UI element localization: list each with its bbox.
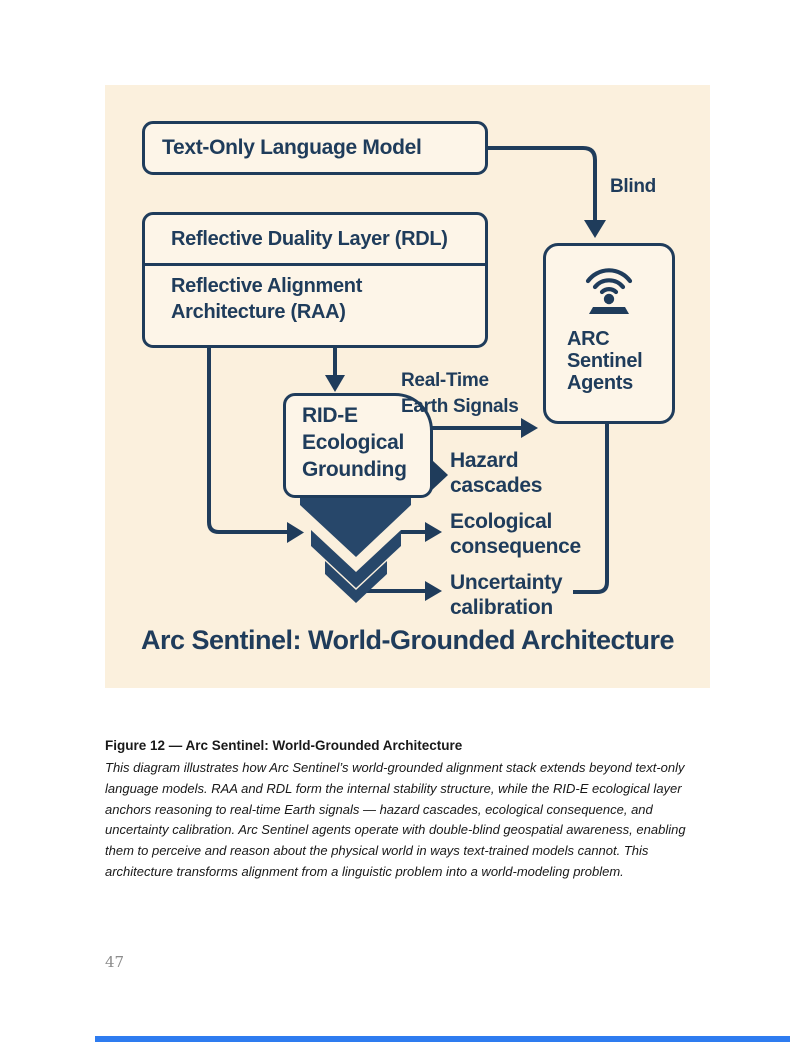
eco-consequence-arrowhead — [425, 522, 442, 542]
blind-arrowhead — [584, 220, 606, 238]
box-text-only-model: Text-Only Language Model — [142, 121, 488, 175]
blind-connector-line — [488, 146, 597, 222]
arc-box-labels: ARC Sentinel Agents — [567, 328, 643, 394]
signal-antenna-icon — [585, 268, 633, 314]
arc-line-1: ARC — [567, 328, 610, 350]
raa-left-connector-line — [207, 348, 288, 534]
unc-line-2: calibration — [450, 596, 553, 619]
grounding-funnel — [300, 497, 411, 603]
earth-signals-line-2: Earth Signals — [401, 396, 519, 417]
rdl-section: Reflective Duality Layer (RDL) — [145, 215, 485, 266]
uncertainty-calibration-label: Uncertainty calibration — [450, 570, 563, 620]
blind-label: Blind — [610, 176, 656, 197]
page-number: 47 — [105, 953, 125, 971]
unc-line-1: Uncertainty — [450, 571, 563, 594]
funnel-chevron-3 — [325, 561, 387, 603]
diagram-title: Arc Sentinel: World-Grounded Architectur… — [140, 625, 675, 655]
arc-line-2: Sentinel — [567, 350, 643, 372]
box-rdl-raa: Reflective Duality Layer (RDL) Reflectiv… — [142, 212, 488, 348]
hazard-line-2: cascades — [450, 474, 543, 497]
earth-signals-label: Real-Time Earth Signals — [401, 368, 519, 420]
raa-section: Reflective Alignment Architecture (RAA) — [171, 275, 363, 323]
ride-line-2: Ecological — [302, 431, 405, 454]
raa-to-ride-arrowhead — [325, 375, 345, 392]
arc-line-3: Agents — [567, 372, 633, 394]
hazard-arrowhead — [432, 460, 448, 490]
box-text-only-label: Text-Only Language Model — [162, 136, 422, 159]
bottom-accent-bar — [95, 1036, 790, 1042]
figure-caption-body: This diagram illustrates how Arc Sentine… — [105, 760, 686, 879]
box-arc-sentinel-agents: ARC Sentinel Agents — [543, 243, 675, 424]
connector-overlay — [207, 146, 609, 603]
ecological-consequence-label: Ecological consequence — [450, 509, 581, 559]
figure-caption: Figure 12 — Arc Sentinel: World-Grounded… — [105, 736, 701, 883]
uncertainty-arrowhead — [425, 581, 442, 601]
hazard-cascades-label: Hazard cascades — [450, 448, 542, 498]
earth-signals-arrowhead — [521, 418, 538, 438]
raa-left-arrowhead — [287, 522, 304, 543]
funnel-chevron-2 — [311, 530, 401, 588]
box-ride-grounding: RID-E Ecological Grounding — [283, 393, 433, 498]
hazard-line-1: Hazard — [450, 449, 519, 472]
earth-signals-line-1: Real-Time — [401, 370, 489, 391]
funnel-chevron-1 — [300, 497, 411, 557]
figure-diagram-panel: Text-Only Language Model Blind Reflectiv… — [105, 85, 710, 688]
figure-caption-heading: Figure 12 — Arc Sentinel: World-Grounded… — [105, 738, 463, 753]
ride-line-1: RID-E — [302, 404, 358, 427]
eco-line-1: Ecological — [450, 510, 553, 533]
eco-line-2: consequence — [450, 535, 581, 558]
arc-return-connector-line — [573, 424, 609, 594]
ride-line-3: Grounding — [302, 458, 407, 481]
